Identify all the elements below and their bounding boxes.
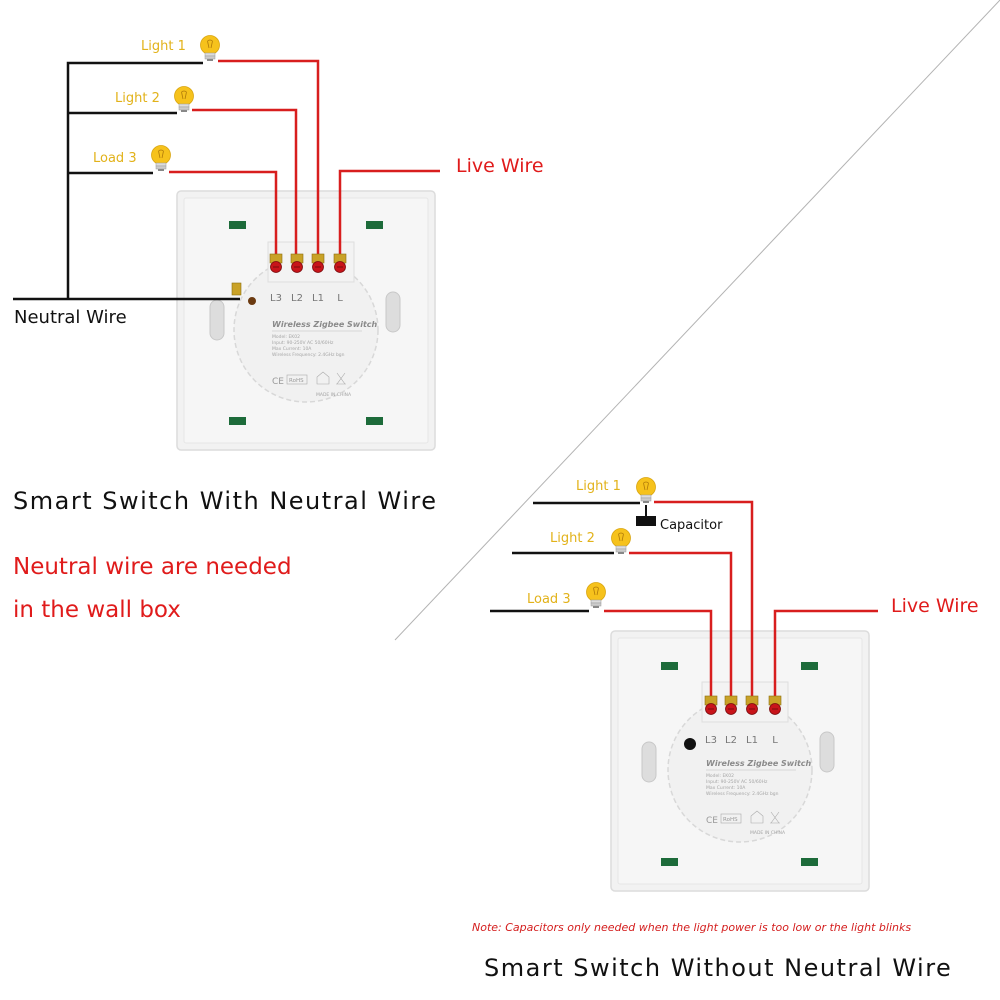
live-wire-label: Live Wire: [456, 155, 544, 177]
bulb-icon: [636, 477, 656, 504]
terminal-label: L3: [270, 293, 282, 304]
weee-bin-icon: [336, 372, 346, 385]
terminal-label: L1: [312, 293, 324, 304]
bulb-icon: [151, 145, 171, 172]
device-spec: Model: EK02: [272, 334, 300, 340]
terminal-label: L3: [705, 735, 717, 746]
terminal-screw: [704, 695, 718, 715]
origin-mark: MADE IN CHINA: [750, 830, 786, 836]
terminal-label: L: [772, 735, 778, 746]
capacitor-label: Capacitor: [660, 518, 723, 533]
lamp-label-light-2: Light 2: [115, 91, 160, 106]
plate-clip: [801, 858, 818, 866]
terminal-screw: [333, 253, 347, 273]
terminal-screw: [724, 695, 738, 715]
terminal-screw: [290, 253, 304, 273]
terminal-label: L1: [746, 735, 758, 746]
bulb-icon: [174, 86, 194, 113]
terminal-screw: [311, 253, 325, 273]
bulb-icon: [611, 528, 631, 555]
terminal-screw: [745, 695, 759, 715]
ce-mark: CE: [706, 816, 718, 826]
rohs-mark: RoHS: [289, 378, 304, 384]
device-title: Wireless Zigbee Switch: [272, 320, 378, 329]
house-icon: [316, 371, 330, 385]
plate-clip: [366, 221, 383, 229]
terminal-label: L: [337, 293, 343, 304]
plate-clip: [661, 858, 678, 866]
origin-mark: MADE IN CHINA: [316, 392, 352, 398]
terminal-label: L2: [291, 293, 303, 304]
top-switch-plate: [176, 190, 436, 451]
device-spec: Input: 90-250V AC 50/60Hz: [706, 779, 768, 785]
rohs-mark: RoHS: [723, 817, 738, 823]
neutral-connector: [231, 282, 256, 305]
lamp-feed-wires: [490, 501, 640, 613]
panel-divider-line: [394, 0, 1000, 641]
terminal-label: L2: [725, 735, 737, 746]
caption-with-neutral: Smart Switch With Neutral Wire: [13, 487, 438, 515]
terminal-screw: [768, 695, 782, 715]
lamp-label-light-1: Light 1: [141, 39, 186, 54]
lamp-label-light-2: Light 2: [550, 531, 595, 546]
weee-bin-icon: [770, 811, 780, 824]
plate-clip: [366, 417, 383, 425]
bulb-icon: [586, 582, 606, 609]
caption-without-neutral: Smart Switch Without Neutral Wire: [484, 954, 953, 982]
terminal-screw: [269, 253, 283, 273]
device-spec: Wireless Frequency: 2.4GHz bgn: [272, 352, 345, 358]
device-spec: Max Current: 10A: [272, 346, 312, 352]
plate-clip: [801, 662, 818, 670]
live-wires-top: [169, 59, 440, 258]
neutral-wires-top: [13, 61, 240, 301]
device-spec: Max Current: 10A: [706, 785, 746, 791]
neutral-requirement-note: Neutral wire are needed: [13, 554, 292, 580]
lamp-label-light-1: Light 1: [576, 479, 621, 494]
lamp-label-load-3: Load 3: [527, 592, 571, 607]
live-wires-bottom: [604, 500, 878, 700]
house-icon: [750, 810, 764, 824]
plate-clip: [661, 662, 678, 670]
neutral-wire-label: Neutral Wire: [14, 307, 127, 328]
capacitor-note: Note: Capacitors only needed when the li…: [472, 921, 912, 934]
live-wire-label: Live Wire: [891, 595, 979, 617]
device-spec: Input: 90-250V AC 50/60Hz: [272, 340, 334, 346]
device-title: Wireless Zigbee Switch: [706, 759, 812, 768]
capacitor-icon: [636, 505, 656, 526]
device-spec: Wireless Frequency: 2.4GHz bgn: [706, 791, 779, 797]
device-spec: Model: EK02: [706, 773, 734, 779]
neutral-requirement-note: in the wall box: [13, 597, 181, 623]
plate-clip: [229, 221, 246, 229]
lamp-label-load-3: Load 3: [93, 151, 137, 166]
plate-clip: [229, 417, 246, 425]
ce-mark: CE: [272, 377, 284, 387]
bulb-icon: [200, 35, 220, 62]
